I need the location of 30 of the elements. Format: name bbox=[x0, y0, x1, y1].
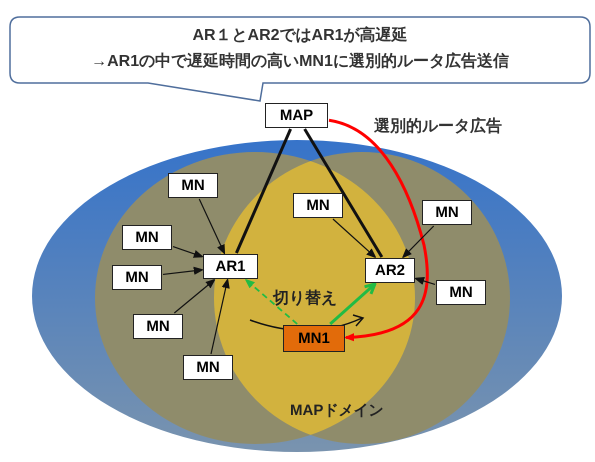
connector-arrow bbox=[162, 266, 204, 276]
node-box: MN bbox=[436, 280, 486, 305]
switch-label: 切り替え bbox=[273, 288, 337, 309]
connector-arrow bbox=[172, 246, 204, 258]
connector-arrow bbox=[198, 198, 226, 254]
node-box: MN bbox=[168, 173, 218, 198]
node-box: MN bbox=[422, 200, 472, 225]
connector-arrow bbox=[329, 282, 376, 326]
connector-line bbox=[303, 128, 384, 258]
connector-arrow bbox=[414, 277, 436, 286]
connector-arrow bbox=[402, 226, 434, 258]
node-box: MN bbox=[183, 355, 233, 380]
node-box: MN bbox=[133, 314, 183, 339]
domain-label: MAPドメイン bbox=[290, 401, 384, 420]
callout-text: AR１とAR2ではAR1が高遅延 bbox=[191, 25, 409, 46]
highlighted-node-box: MN1 bbox=[283, 325, 345, 352]
connector-arrow bbox=[210, 278, 230, 354]
callout-text: →AR1の中で遅延時間の高いMN1に選別的ルータ広告送信 bbox=[90, 51, 510, 72]
connector-arrow bbox=[328, 118, 429, 341]
node-box: AR1 bbox=[203, 254, 258, 279]
connector-arrow bbox=[245, 278, 298, 325]
connector-line bbox=[235, 128, 292, 254]
connector-arrow bbox=[174, 278, 216, 314]
node-box: AR2 bbox=[365, 258, 415, 283]
node-box: MN bbox=[112, 265, 162, 290]
edge-label: 選別的ルータ広告 bbox=[374, 116, 502, 137]
node-box: MN bbox=[293, 193, 343, 218]
node-box: MAP bbox=[265, 103, 328, 128]
node-box: MN bbox=[122, 225, 172, 250]
connector-arrow bbox=[332, 218, 376, 258]
